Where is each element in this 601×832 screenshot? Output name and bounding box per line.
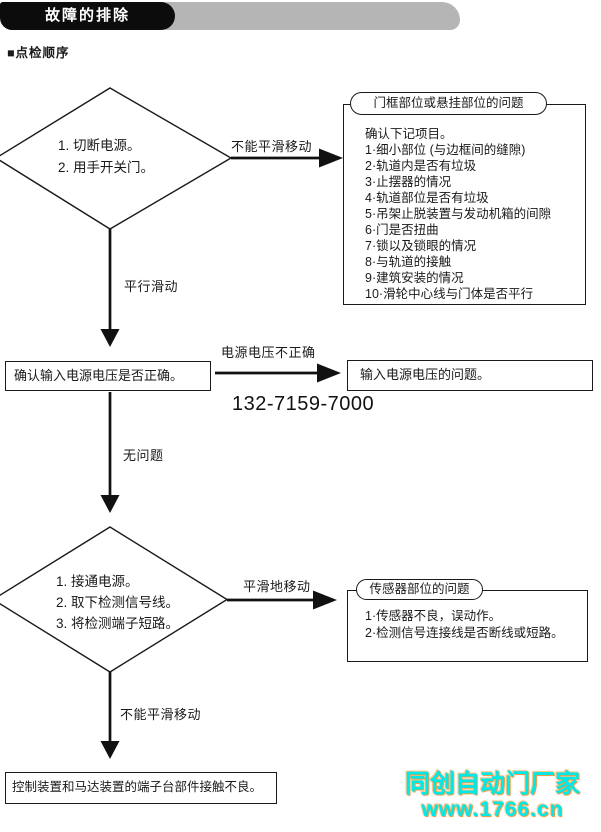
decision-2-line-2: 2. 取下检测信号线。 bbox=[56, 595, 180, 610]
sensor-box-item-list: 1·传感器不良，误动作。 2·检测信号连接线是否断线或短路。 bbox=[365, 608, 587, 642]
frame-box-item: 2·轨道内是否有垃圾 bbox=[365, 159, 477, 173]
result-box-voltage-problem: 输入电源电压的问题。 bbox=[347, 360, 593, 391]
arrow-down-2-head bbox=[100, 495, 120, 513]
section-label: ■点检顺序 bbox=[7, 46, 70, 60]
watermark: 同创自动门厂家 www.1766.cn bbox=[385, 770, 600, 822]
arrow-right-2-head bbox=[317, 363, 341, 383]
sensor-box-title: 传感器部位的问题 bbox=[356, 579, 483, 600]
watermark-website: www.1766.cn bbox=[421, 798, 564, 821]
arrow-down-1-head bbox=[100, 329, 120, 347]
frame-box-item: 10·滑轮中心线与门体是否平行 bbox=[365, 287, 534, 301]
sensor-box-item: 2·检测信号连接线是否断线或短路。 bbox=[365, 626, 564, 640]
edge-label-parallel-slide: 平行滑动 bbox=[124, 279, 179, 294]
edge-label-cannot-slide-bottom: 不能平滑移动 bbox=[120, 707, 202, 722]
edge-label-voltage-incorrect: 电源电压不正确 bbox=[221, 345, 316, 360]
decision-1-line-2: 2. 用手开关门。 bbox=[58, 160, 155, 175]
frame-box-item-list: 1·细小部位 (与边框间的缝隙) 2·轨道内是否有垃圾 3·止摆器的情况 4·轨… bbox=[365, 142, 585, 302]
decision-2-text: 1. 接通电源。 2. 取下检测信号线。 3. 将检测端子短路。 bbox=[56, 571, 179, 634]
edge-label-smooth-move: 平滑地移动 bbox=[243, 579, 311, 594]
frame-box-title: 门框部位或悬挂部位的问题 bbox=[350, 92, 547, 115]
arrow-right-3-head bbox=[313, 590, 337, 610]
frame-box-item: 3·止摆器的情况 bbox=[365, 175, 452, 189]
frame-box-item: 7·锁以及锁眼的情况 bbox=[365, 239, 477, 253]
frame-box-item: 5·吊架止脱装置与发动机箱的间隙 bbox=[365, 207, 552, 221]
edge-label-no-problem: 无问题 bbox=[123, 448, 164, 463]
watermark-company-name: 同创自动门厂家 bbox=[404, 770, 580, 798]
edge-label-cannot-slide-top: 不能平滑移动 bbox=[231, 139, 313, 154]
arrow-right-1-head bbox=[319, 148, 343, 168]
decision-2-line-3: 3. 将检测端子短路。 bbox=[56, 616, 180, 631]
frame-box-item: 1·细小部位 (与边框间的缝隙) bbox=[365, 143, 526, 157]
frame-box-item: 9·建筑安装的情况 bbox=[365, 271, 464, 285]
decision-1-text: 1. 切断电源。 2. 用手开关门。 bbox=[58, 135, 154, 179]
frame-box-item: 4·轨道部位是否有垃圾 bbox=[365, 191, 489, 205]
frame-box-intro: 确认下记项目。 bbox=[365, 127, 453, 141]
phone-number: 132-7159-7000 bbox=[232, 393, 375, 415]
sensor-box-item: 1·传感器不良，误动作。 bbox=[365, 609, 502, 623]
arrow-down-3-head bbox=[100, 741, 120, 759]
frame-box-item: 8·与轨道的接触 bbox=[365, 255, 452, 269]
frame-box-item: 6·门是否扭曲 bbox=[365, 223, 439, 237]
process-box-check-voltage: 确认输入电源电压是否正确。 bbox=[5, 361, 211, 391]
page-title: 故障的排除 bbox=[0, 2, 175, 30]
result-box-terminal-contact: 控制装置和马达装置的端子台部件接触不良。 bbox=[5, 772, 277, 804]
decision-2-line-1: 1. 接通电源。 bbox=[56, 574, 139, 589]
result-box-sensor-problems: 1·传感器不良，误动作。 2·检测信号连接线是否断线或短路。 bbox=[347, 590, 588, 662]
decision-1-line-1: 1. 切断电源。 bbox=[58, 138, 141, 153]
result-box-door-frame-problems: 确认下记项目。 1·细小部位 (与边框间的缝隙) 2·轨道内是否有垃圾 3·止摆… bbox=[343, 104, 586, 305]
